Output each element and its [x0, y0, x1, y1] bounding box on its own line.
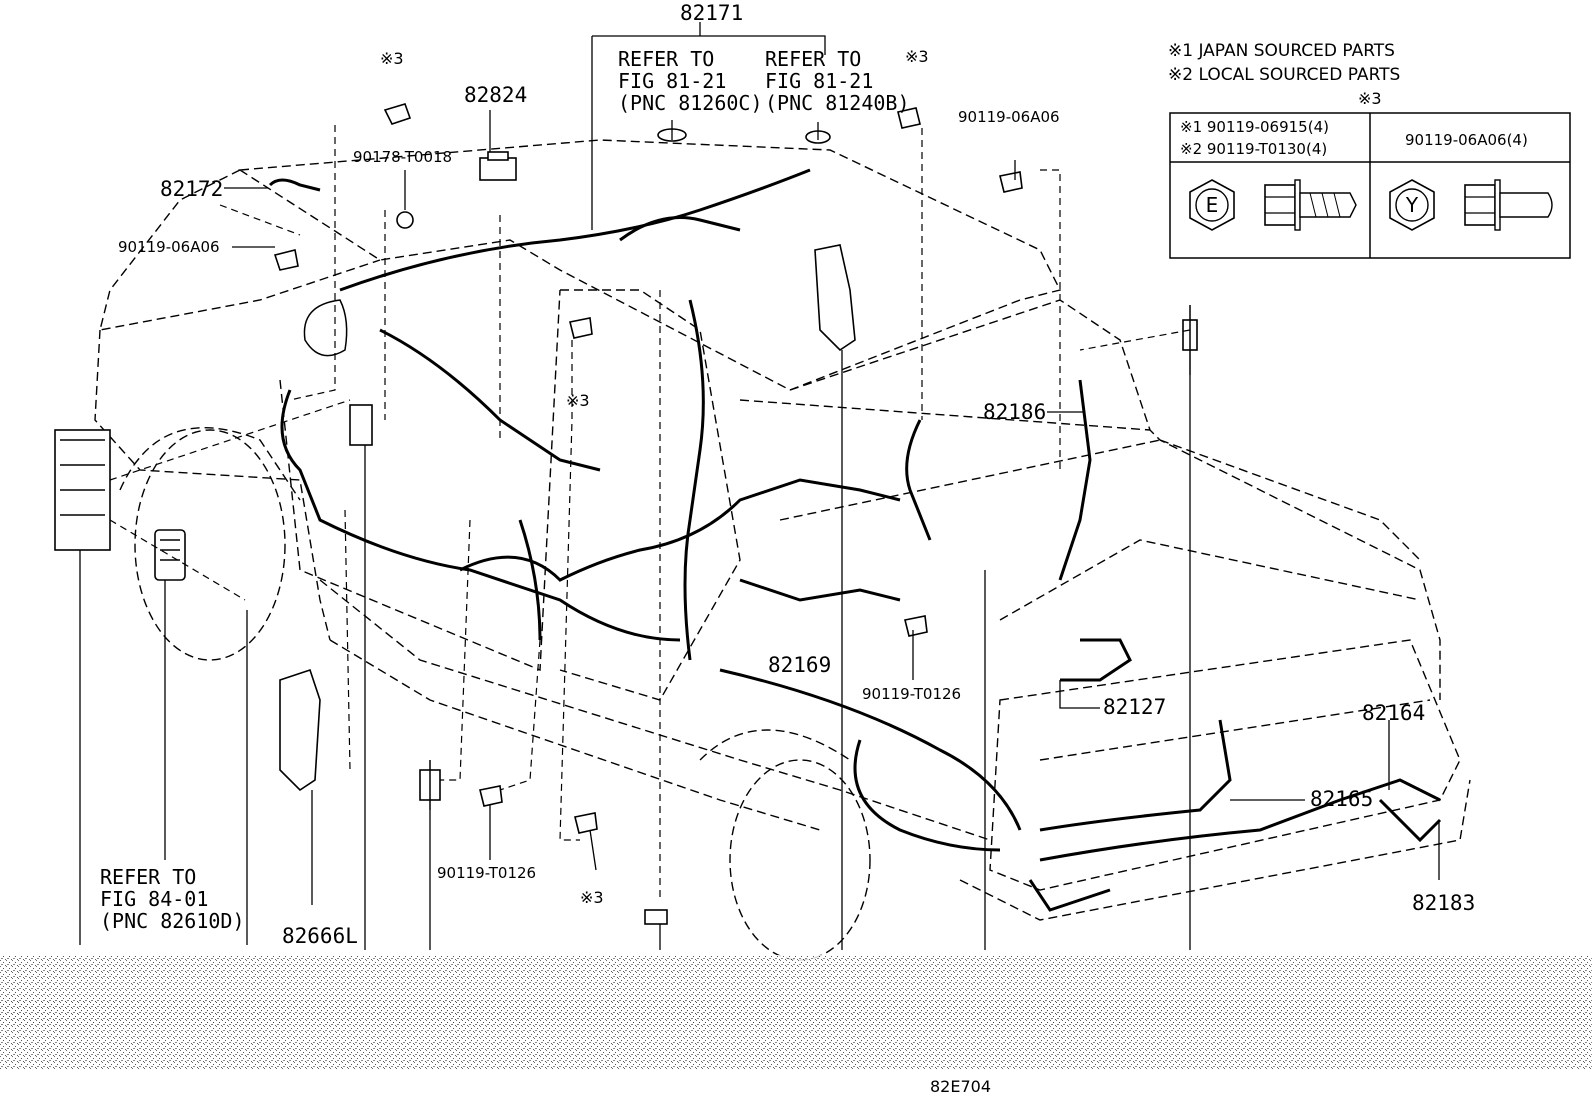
legend-cell-right: 90119-06A06(4): [1405, 131, 1528, 149]
label-refer-a-2: FIG 81-21: [618, 69, 726, 93]
label-refer-b-3: (PNC 81240B): [765, 91, 910, 115]
label-82183: 82183: [1412, 891, 1475, 915]
label-refer-c-3: (PNC 82610D): [100, 909, 245, 933]
label-90119-T0126-a: 90119-T0126: [862, 685, 961, 703]
bolt-y-hex-icon: Y: [1389, 179, 1435, 231]
label-82165: 82165: [1310, 787, 1373, 811]
bracket-pillar: [349, 404, 373, 446]
label-82666L: 82666L: [282, 924, 358, 948]
nut-icon-90178: [396, 211, 414, 229]
bolt-icon-90119-T0126-a: [904, 615, 928, 637]
bolt-e-hex-icon: E: [1189, 179, 1235, 231]
legend-note3-header: ※3: [1358, 89, 1382, 108]
bolt-y-side-icon: [1464, 179, 1553, 231]
label-refer-b-1: REFER TO: [765, 47, 861, 71]
wire-harnesses: [280, 168, 1442, 912]
bolt-icon-roof: [897, 107, 921, 129]
legend-cell-left-2: ※2 90119-T0130(4): [1180, 140, 1327, 158]
leader-lines: [79, 22, 1440, 950]
label-82172: 82172: [160, 177, 223, 201]
side-mirror: [303, 299, 348, 357]
label-82186: 82186: [983, 400, 1046, 424]
legend-cell-left-1: ※1 90119-06915(4): [1180, 118, 1329, 136]
label-90178-T0018: 90178-T0018: [353, 148, 452, 166]
label-refer-a-1: REFER TO: [618, 47, 714, 71]
ecu-module: [154, 529, 186, 581]
label-82169: 82169: [768, 653, 831, 677]
legend-note1: ※1 JAPAN SOURCED PARTS: [1168, 41, 1395, 61]
label-82127: 82127: [1103, 695, 1166, 719]
clip-82666T: [644, 909, 668, 925]
label-90119-T0126-b: 90119-T0126: [437, 864, 536, 882]
label-refer-c-2: FIG 84-01: [100, 887, 208, 911]
svg-text:E: E: [1206, 193, 1219, 217]
label-refer-c-1: REFER TO: [100, 865, 196, 889]
label-82164: 82164: [1362, 701, 1425, 725]
label-mark3-top2: ※3: [905, 47, 929, 66]
label-mark3-mid: ※3: [566, 391, 590, 410]
label-mark3-bottom: ※3: [580, 888, 604, 907]
rear-wheel: [699, 729, 871, 961]
label-90119-06A06-top: 90119-06A06: [958, 108, 1060, 126]
bolt-icon-top: [383, 103, 412, 125]
sensor-right: [1182, 305, 1198, 375]
relay-block-left: [54, 429, 111, 551]
bolt-icon-90119-T0126-b: [479, 785, 503, 807]
sensor-82666R: [419, 760, 441, 810]
figure-code: 82E704: [930, 1077, 991, 1096]
dashed-guides: [109, 125, 1191, 900]
legend-note2: ※2 LOCAL SOURCED PARTS: [1168, 65, 1400, 85]
label-82824: 82824: [464, 83, 527, 107]
callout-labels: 82171 REFER TO FIG 81-21 (PNC 81260C) RE…: [100, 1, 1475, 948]
module-82824: [479, 151, 517, 181]
connector-82172: [268, 178, 321, 192]
bolt-icon-mid: [569, 317, 593, 339]
label-refer-a-3: (PNC 81260C): [618, 91, 763, 115]
front-wheel: [119, 427, 301, 661]
bolt-e-side-icon: [1264, 179, 1357, 231]
bolt-icon-left: [273, 249, 299, 271]
label-90119-06A06-left: 90119-06A06: [118, 238, 220, 256]
label-82171: 82171: [680, 1, 743, 25]
label-refer-b-2: FIG 81-21: [765, 69, 873, 93]
label-mark3-top1: ※3: [380, 49, 404, 68]
legend: ※1 JAPAN SOURCED PARTS ※2 LOCAL SOURCED …: [1168, 41, 1571, 259]
bolt-icon-bottom: [574, 812, 598, 834]
bracket-center: [814, 244, 856, 352]
bolt-icon-90119-top: [999, 171, 1023, 193]
vehicle-body-outline: [94, 139, 1471, 921]
bracket-82666L: [279, 668, 321, 792]
svg-text:Y: Y: [1405, 193, 1419, 217]
scan-noise-band: [0, 955, 1592, 1070]
